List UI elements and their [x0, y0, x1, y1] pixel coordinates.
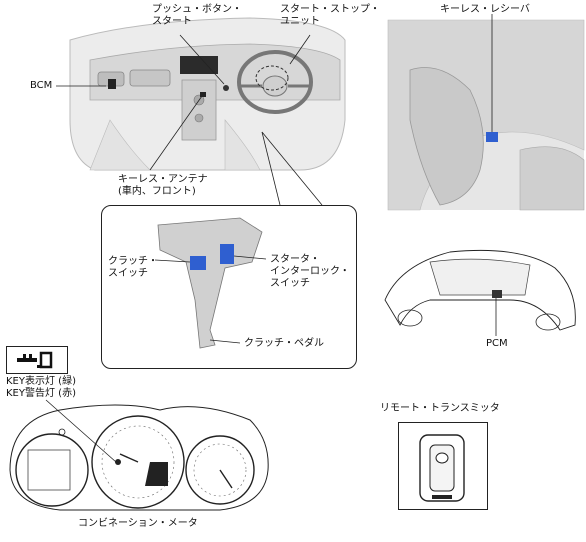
label-starter-interlock-switch: スタータ・ インターロック・ スイッチ	[270, 254, 350, 289]
label-pcm: PCM	[486, 338, 508, 349]
clutch-switch-component	[190, 256, 206, 270]
label-clutch-switch: クラッチ・ スイッチ	[108, 256, 158, 279]
label-bcm: BCM	[30, 80, 53, 91]
pcm-component	[492, 290, 502, 298]
label-clutch-pedal: クラッチ・ペダル	[244, 338, 324, 349]
label-push-button-start: プッシュ・ボタン・ スタート	[152, 4, 242, 27]
keyless-receiver-component	[486, 132, 498, 142]
bcm-marker	[108, 79, 116, 89]
label-key-indicator-green: KEY表示灯 (緑)	[6, 376, 76, 387]
starter-interlock-switch-component	[220, 244, 234, 264]
key-icon-box	[6, 346, 68, 374]
label-remote-transmitter: リモート・トランスミッタ	[380, 403, 500, 414]
label-start-stop-unit: スタート・ストップ・ ユニット	[280, 4, 380, 27]
label-key-warning-red: KEY警告灯 (赤)	[6, 388, 76, 399]
label-keyless-receiver: キーレス・レシーバ	[440, 4, 530, 15]
key-icon	[17, 351, 53, 369]
label-keyless-antenna: キーレス・アンテナ (車内、フロント)	[118, 174, 208, 197]
label-combination-meter: コンビネーション・メータ	[78, 518, 198, 529]
